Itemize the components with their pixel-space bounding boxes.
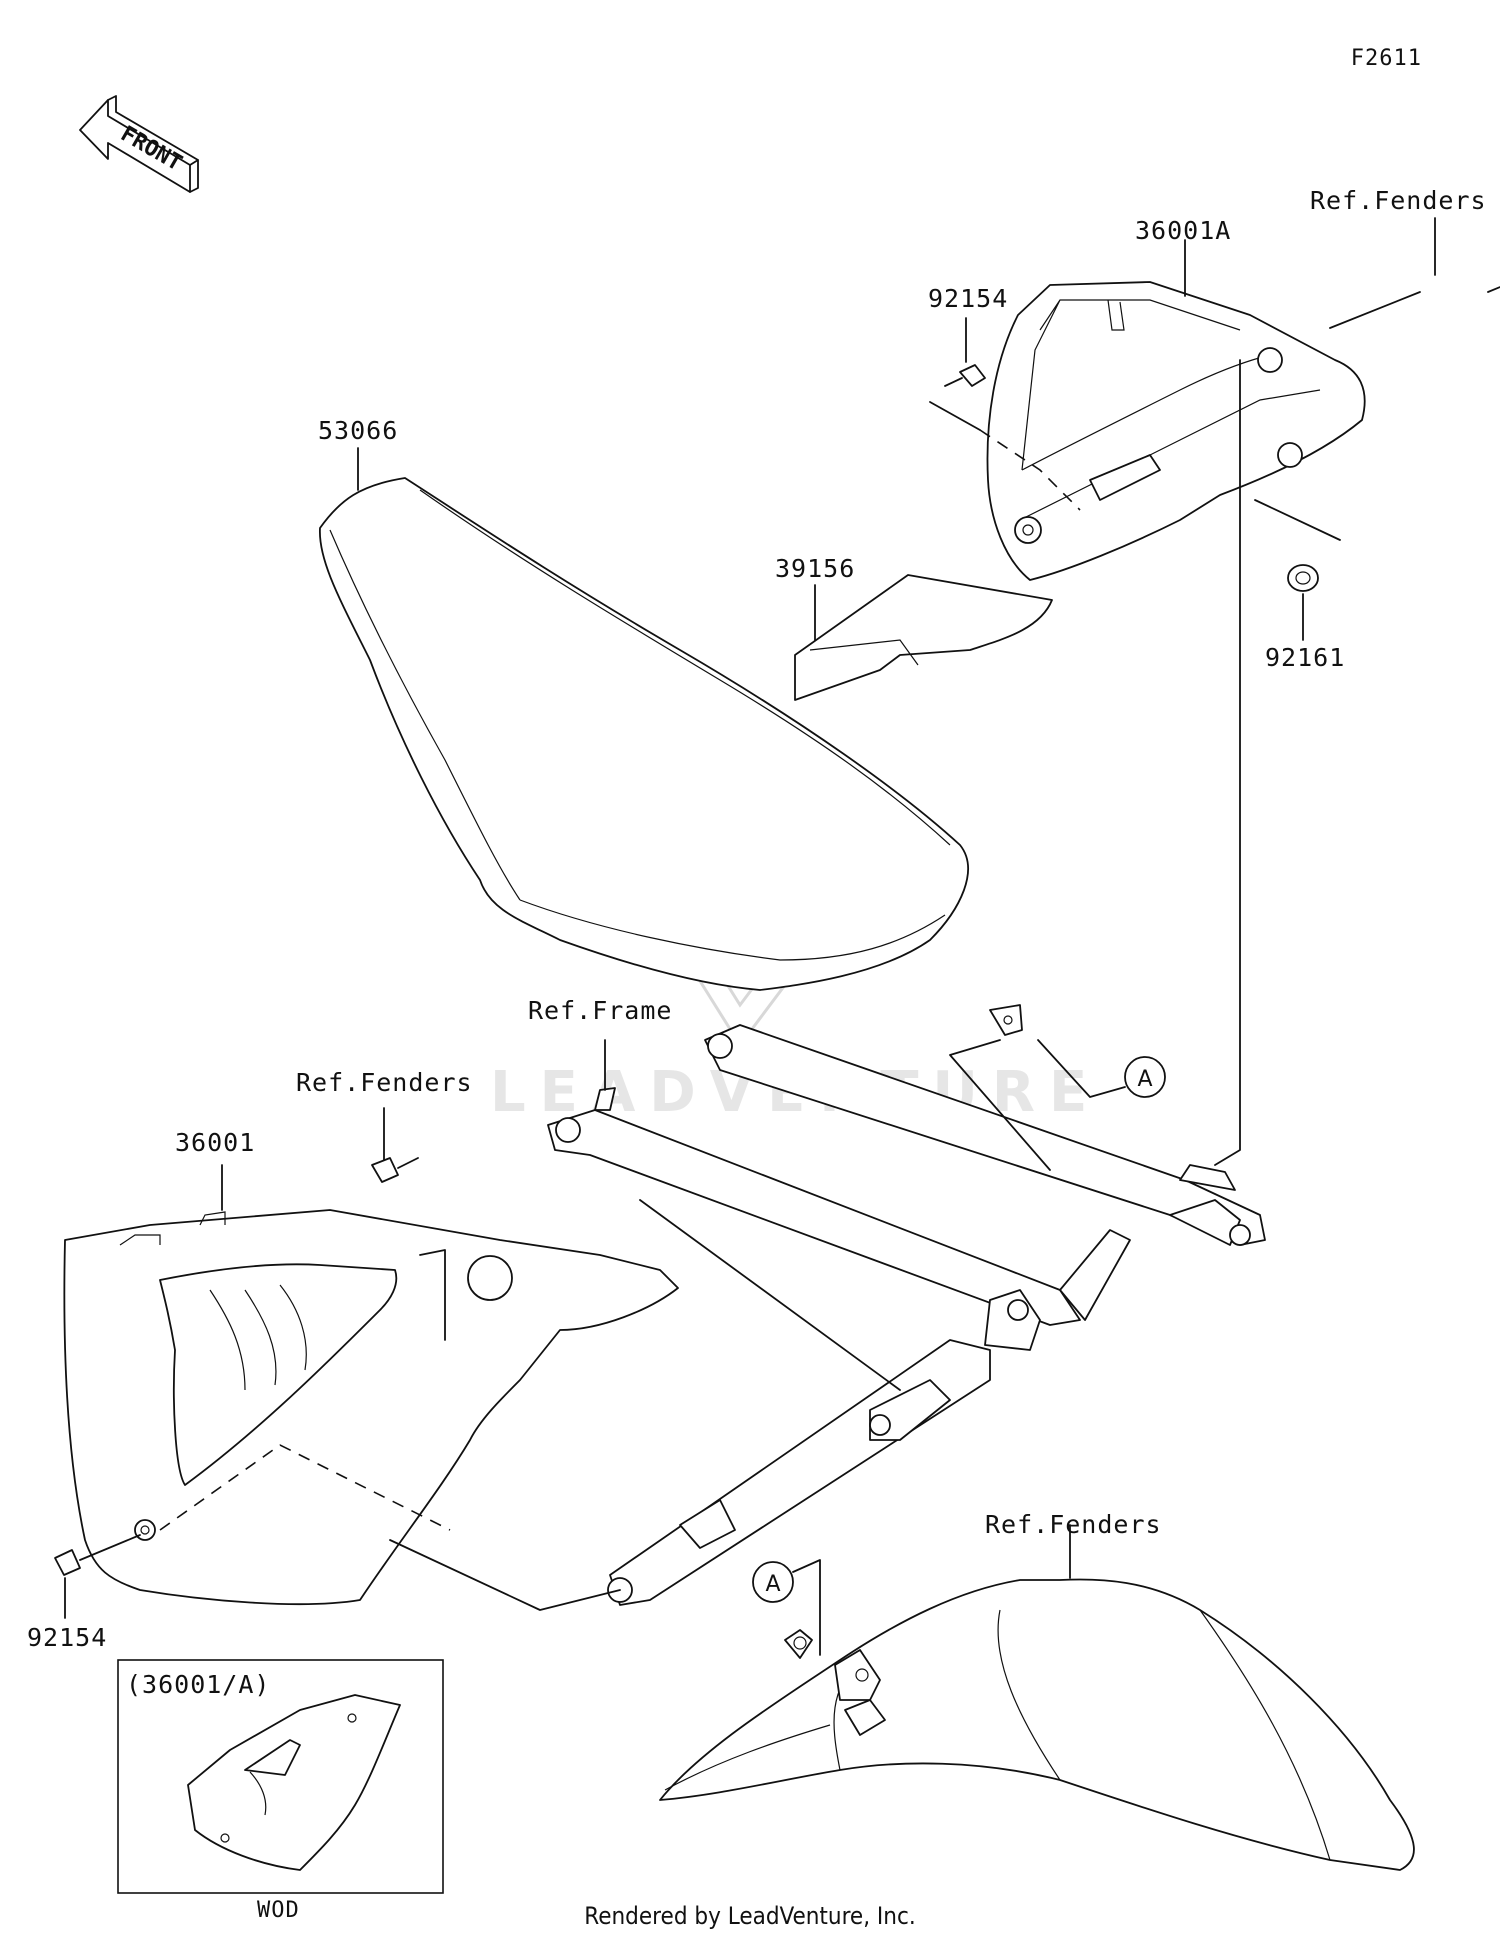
part-53066-label: 53066	[318, 416, 399, 445]
bolt-lower-icon	[54, 1534, 141, 1576]
leader-seat-frame	[949, 1039, 1051, 1171]
part-36001-label: 36001	[175, 1128, 256, 1157]
bolt-ref-fenders-icon	[1487, 286, 1500, 293]
ref-fenders-bottom-label: Ref.Fenders	[985, 1510, 1162, 1539]
callout-a-upper-label: A	[1137, 1067, 1152, 1092]
part-92161-label: 92161	[1265, 643, 1346, 672]
part-92154-lower-label: 92154	[27, 1623, 108, 1652]
ref-frame-label: Ref.Frame	[528, 996, 673, 1025]
damper-icon	[1287, 564, 1319, 592]
inset-caption: WOD	[257, 1898, 300, 1923]
leader-cover-frame-left-2	[389, 1539, 621, 1611]
leader-bolt-upper-2	[929, 401, 981, 431]
subframe	[547, 1024, 1266, 1606]
bolt-upper-icon	[944, 364, 986, 387]
diagram-code: F2611	[1350, 46, 1422, 71]
left-side-cover	[63, 1209, 679, 1606]
bolt-ref-fenders-mid-icon	[371, 1157, 419, 1183]
front-arrow-icon: FRONT	[79, 95, 199, 193]
callout-a-lower: A	[752, 1561, 794, 1603]
inset-box	[117, 1659, 444, 1894]
part-39156-label: 39156	[775, 554, 856, 583]
rear-fender	[659, 1578, 1415, 1871]
footer-credit: Rendered by LeadVenture, Inc.	[584, 1902, 916, 1930]
leader-callout-a-lower	[792, 1559, 821, 1656]
leader-ref-fenders-mid	[419, 1249, 446, 1341]
ref-fenders-top-label: Ref.Fenders	[1310, 186, 1487, 215]
dash-bolt-upper	[979, 429, 1081, 511]
right-side-cover	[986, 281, 1366, 581]
part-92154-upper-label: 92154	[928, 284, 1009, 313]
part-36001A-label: 36001A	[1135, 216, 1232, 245]
leader-cover-frame-left	[639, 1199, 901, 1391]
ref-fenders-mid-label: Ref.Fenders	[296, 1068, 473, 1097]
seat	[319, 477, 1023, 1036]
pad	[794, 574, 1053, 701]
inset-title: (36001/A)	[126, 1670, 271, 1699]
callout-a-upper: A	[1124, 1056, 1166, 1098]
leader-damper-2	[1254, 499, 1341, 541]
dash-bolt-lower	[159, 1444, 451, 1531]
callout-a-lower-label: A	[765, 1572, 780, 1597]
leader-ref-fenders-top-2	[1329, 291, 1421, 329]
leader-cover-frame	[1214, 359, 1241, 1166]
leader-callout-a-upper	[1037, 1039, 1126, 1098]
